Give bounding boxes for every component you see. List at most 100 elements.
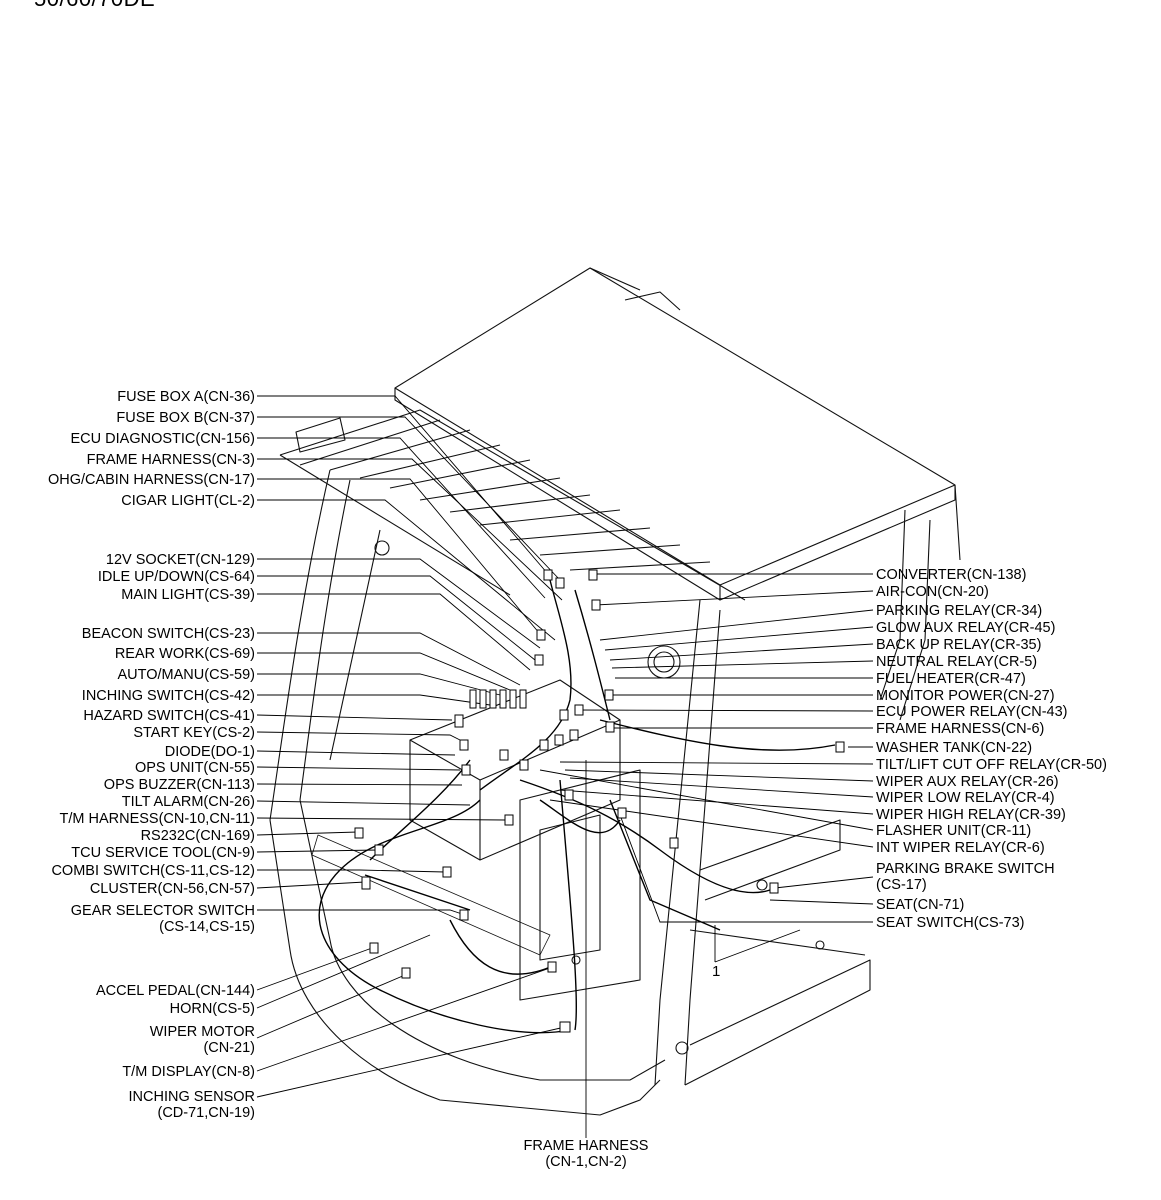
- left-component-label: FUSE BOX A(CN-36): [117, 389, 255, 405]
- label-text: T/M HARNESS(CN-10,CN-11): [59, 811, 255, 827]
- label-text: PARKING BRAKE SWITCH: [876, 861, 1055, 877]
- label-text: GEAR SELECTOR SWITCH: [70, 903, 255, 919]
- right-component-label: PARKING BRAKE SWITCH(CS-17): [876, 861, 1055, 893]
- label-text-line2: (CN-1,CN-2): [545, 1154, 627, 1170]
- label-text: BEACON SWITCH(CS-23): [81, 626, 255, 642]
- right-component-label: CONVERTER(CN-138): [876, 567, 1026, 583]
- connector-markers: [354, 569, 845, 1033]
- label-text: TILT/LIFT CUT OFF RELAY(CR-50): [876, 757, 1107, 773]
- label-text: T/M DISPLAY(CN-8): [122, 1064, 255, 1080]
- right-component-label: WIPER LOW RELAY(CR-4): [876, 790, 1055, 806]
- label-text: CLUSTER(CN-56,CN-57): [89, 881, 255, 897]
- label-text: SEAT(CN-71): [876, 897, 965, 913]
- label-text: 12V SOCKET(CN-129): [105, 552, 255, 568]
- right-component-label: WASHER TANK(CN-22): [876, 740, 1032, 756]
- label-text: OHG/CABIN HARNESS(CN-17): [47, 472, 255, 488]
- label-text: INCHING SWITCH(CS-42): [81, 688, 255, 704]
- left-component-label: FRAME HARNESS(CN-3): [87, 452, 255, 468]
- label-text: MONITOR POWER(CN-27): [876, 688, 1055, 704]
- label-text: FLASHER UNIT(CR-11): [876, 823, 1032, 839]
- label-text: AIR-CON(CN-20): [876, 584, 989, 600]
- left-component-label: RS232C(CN-169): [141, 828, 255, 844]
- right-component-label: TILT/LIFT CUT OFF RELAY(CR-50): [876, 757, 1107, 773]
- right-component-label: INT WIPER RELAY(CR-6): [876, 840, 1045, 856]
- left-component-label: ECU DIAGNOSTIC(CN-156): [71, 431, 256, 447]
- right-component-label: WIPER HIGH RELAY(CR-39): [876, 807, 1066, 823]
- label-text: SEAT SWITCH(CS-73): [876, 915, 1025, 931]
- label-text: AUTO/MANU(CS-59): [117, 667, 256, 683]
- label-text: FRAME HARNESS(CN-3): [86, 452, 255, 468]
- label-text: COMBI SWITCH(CS-11,CS-12): [51, 863, 255, 879]
- label-text: REAR WORK(CS-69): [114, 646, 255, 662]
- right-component-label: BACK UP RELAY(CR-35): [876, 637, 1041, 653]
- label-text: NEUTRAL RELAY(CR-5): [876, 654, 1038, 670]
- label-text: TCU SERVICE TOOL(CN-9): [71, 845, 255, 861]
- left-component-label: FUSE BOX B(CN-37): [116, 410, 255, 426]
- label-text: HORN(CS-5): [169, 1001, 255, 1017]
- label-text: TILT ALARM(CN-26): [121, 794, 255, 810]
- leader-lines: [256, 395, 874, 1138]
- label-text: WIPER MOTOR: [149, 1024, 255, 1040]
- label-text: OPS BUZZER(CN-113): [103, 777, 255, 793]
- label-text: IDLE UP/DOWN(CS-64): [97, 569, 255, 585]
- left-component-label: IDLE UP/DOWN(CS-64): [98, 569, 255, 585]
- label-text-line2: (CD-71,CN-19): [157, 1105, 256, 1121]
- left-component-label: OPS UNIT(CN-55): [135, 760, 255, 776]
- left-component-label: HORN(CS-5): [170, 1001, 255, 1017]
- label-text-line2: (CS-17): [876, 877, 927, 893]
- left-component-label: INCHING SWITCH(CS-42): [82, 688, 255, 704]
- right-component-label: FRAME HARNESS(CN-6): [876, 721, 1044, 737]
- right-component-label: SEAT SWITCH(CS-73): [876, 915, 1025, 931]
- label-text: RS232C(CN-169): [140, 828, 255, 844]
- left-component-label: BEACON SWITCH(CS-23): [82, 626, 255, 642]
- label-text: FUSE BOX B(CN-37): [116, 410, 255, 426]
- left-component-label: CIGAR LIGHT(CL-2): [121, 493, 255, 509]
- label-text: OPS UNIT(CN-55): [134, 760, 255, 776]
- left-component-label: MAIN LIGHT(CS-39): [121, 587, 255, 603]
- page-title: 50/60/70DE: [34, 0, 155, 12]
- left-component-label: CLUSTER(CN-56,CN-57): [90, 881, 255, 897]
- left-component-label: TCU SERVICE TOOL(CN-9): [71, 845, 255, 861]
- label-text: CONVERTER(CN-138): [876, 567, 1027, 583]
- left-component-label: T/M DISPLAY(CN-8): [122, 1064, 255, 1080]
- left-component-label: OPS BUZZER(CN-113): [104, 777, 255, 793]
- label-text: ACCEL PEDAL(CN-144): [95, 983, 255, 999]
- label-text: FUEL HEATER(CR-47): [876, 671, 1026, 687]
- left-component-label: ACCEL PEDAL(CN-144): [96, 983, 255, 999]
- right-component-label: FUEL HEATER(CR-47): [876, 671, 1026, 687]
- left-component-label: T/M HARNESS(CN-10,CN-11): [59, 811, 255, 827]
- label-text: FRAME HARNESS: [523, 1138, 649, 1154]
- right-component-label: SEAT(CN-71): [876, 897, 964, 913]
- right-component-label: MONITOR POWER(CN-27): [876, 688, 1055, 704]
- label-text: WIPER LOW RELAY(CR-4): [876, 790, 1055, 806]
- left-component-label: START KEY(CS-2): [133, 725, 255, 741]
- right-component-label: FLASHER UNIT(CR-11): [876, 823, 1031, 839]
- label-text: BACK UP RELAY(CR-35): [876, 637, 1042, 653]
- label-text: ECU POWER RELAY(CN-43): [876, 704, 1068, 720]
- right-component-label: WIPER AUX RELAY(CR-26): [876, 774, 1059, 790]
- right-component-label: ECU POWER RELAY(CN-43): [876, 704, 1067, 720]
- left-component-label: DIODE(DO-1): [165, 744, 255, 760]
- left-component-label: GEAR SELECTOR SWITCH(CS-14,CS-15): [71, 903, 255, 935]
- right-component-label: AIR-CON(CN-20): [876, 584, 989, 600]
- left-component-label: REAR WORK(CS-69): [115, 646, 255, 662]
- label-text: MAIN LIGHT(CS-39): [121, 587, 255, 603]
- label-text-line2: (CS-14,CS-15): [159, 919, 255, 935]
- label-text: WASHER TANK(CN-22): [876, 740, 1033, 756]
- label-text: START KEY(CS-2): [133, 725, 255, 741]
- label-text: FRAME HARNESS(CN-6): [876, 721, 1045, 737]
- left-component-label: 12V SOCKET(CN-129): [106, 552, 255, 568]
- left-component-label: OHG/CABIN HARNESS(CN-17): [48, 472, 255, 488]
- label-text: FUSE BOX A(CN-36): [117, 389, 255, 405]
- callout-number: 1: [712, 963, 720, 980]
- left-component-label: HAZARD SWITCH(CS-41): [83, 708, 255, 724]
- left-component-label: AUTO/MANU(CS-59): [118, 667, 256, 683]
- bottom-component-label: FRAME HARNESS(CN-1,CN-2): [486, 1138, 686, 1170]
- left-component-label: WIPER MOTOR(CN-21): [150, 1024, 255, 1056]
- label-text: WIPER AUX RELAY(CR-26): [876, 774, 1059, 790]
- right-component-label: GLOW AUX RELAY(CR-45): [876, 620, 1055, 636]
- left-component-label: COMBI SWITCH(CS-11,CS-12): [51, 863, 255, 879]
- label-text: WIPER HIGH RELAY(CR-39): [876, 807, 1066, 823]
- label-text: INT WIPER RELAY(CR-6): [876, 840, 1045, 856]
